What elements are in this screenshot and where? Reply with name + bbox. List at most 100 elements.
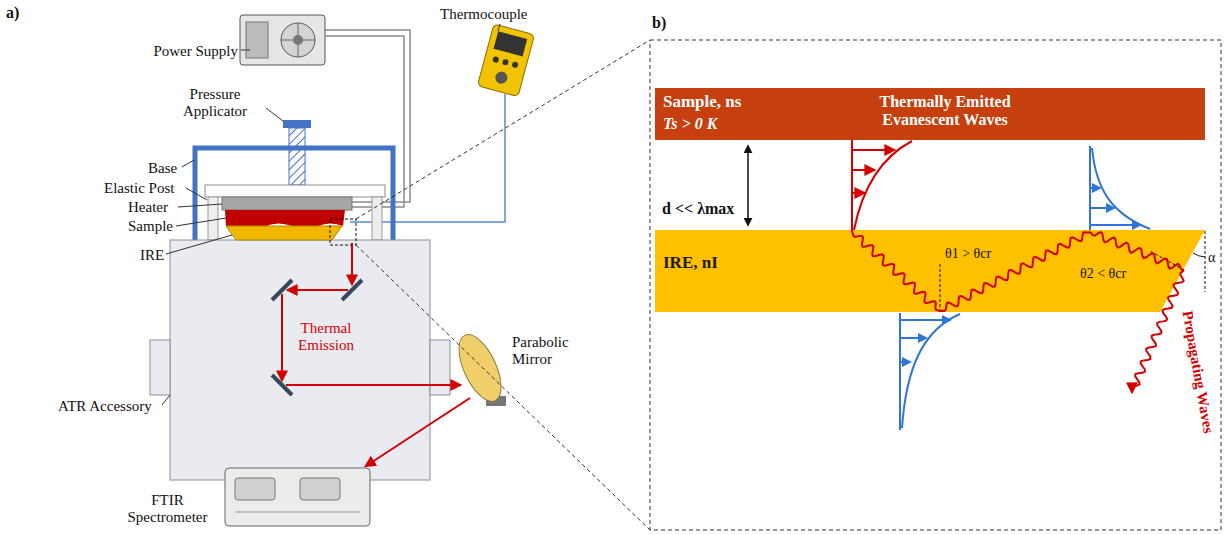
power-supply [240, 15, 325, 65]
emission-ray [282, 243, 470, 466]
elastic-post [208, 197, 218, 240]
wave-ray [940, 232, 1090, 311]
angle-label: α [1208, 250, 1215, 265]
atr-tab [150, 340, 170, 395]
thermocouple-meter [494, 70, 509, 85]
zoom-line [356, 40, 650, 219]
leader-line [182, 160, 194, 167]
emitted-profile [852, 140, 912, 232]
temperature-label: Ts > 0 K [663, 115, 717, 133]
power-supply [246, 22, 268, 58]
leader-line [498, 24, 500, 31]
ftir-spectrometer [225, 468, 370, 526]
power-supply [240, 15, 325, 65]
wave-ray [1090, 232, 1184, 270]
thermocouple-meter [492, 56, 499, 63]
emitted-profile [852, 169, 874, 171]
part-name: Power Supply [150, 43, 238, 60]
emitted-profile [852, 149, 894, 151]
evanescent-profile-bottom [900, 361, 910, 363]
evanescent-profile-top [1090, 207, 1114, 209]
emission-ray [351, 243, 353, 284]
emitted-profile [854, 141, 912, 230]
base-plate [205, 185, 385, 197]
angle-label: θ1 > θcr [945, 246, 991, 261]
ire-band: IRE, nIθ1 > θcrθ2 < θcrα [655, 230, 1205, 312]
panel-label: b) [652, 14, 666, 32]
panel-label: a) [6, 4, 19, 22]
wave-ray [1132, 270, 1184, 392]
part-name: FTIR Spectrometer [120, 492, 215, 525]
part-name: IRE [140, 247, 164, 264]
emission-ray [288, 289, 348, 291]
part-name: Sample [128, 218, 173, 235]
emitted-profile [851, 140, 853, 232]
sample-band: Sample, ns Ts > 0 K Thermally Emitted Evan… [655, 88, 1205, 140]
part-name: Pressure Applicator [165, 86, 265, 119]
leader-line [186, 188, 207, 200]
surface-normal [940, 231, 1205, 312]
band-title: IRE, nI [663, 254, 718, 273]
gap-arrow [747, 146, 749, 225]
part-name: Thermocouple [440, 6, 527, 23]
wave-ray [852, 232, 1184, 392]
angle-arc [1193, 253, 1205, 257]
ire-crystal [226, 226, 342, 240]
ftir-spectrometer [235, 512, 360, 513]
evanescent-profile-bottom [900, 319, 950, 321]
elastic-post [372, 197, 382, 240]
wave-caption: Thermally Emitted Evanescent Waves [860, 93, 1030, 128]
base-frame [195, 148, 393, 242]
ftir-spectrometer [225, 468, 370, 526]
pressure-applicator [283, 120, 311, 128]
part-name: Parabolic Mirror [512, 334, 592, 367]
pressure-applicator [283, 120, 311, 185]
evanescent-profile-bottom [899, 313, 901, 430]
band-title: Sample, ns [663, 93, 741, 112]
beam-label: Thermal Emission [290, 320, 362, 353]
thermocouple-meter [511, 61, 518, 68]
part-name: Base [148, 160, 177, 177]
leader-line [178, 204, 222, 207]
evanescent-profile-top [1092, 148, 1150, 229]
zoom-line [356, 40, 650, 530]
atr-accessory [170, 240, 430, 480]
mirror [272, 280, 362, 395]
leader-line [162, 395, 170, 405]
parabolic-mirror [450, 329, 509, 408]
leader-line [176, 218, 226, 226]
surface-normal [1205, 231, 1206, 292]
band-outline [655, 230, 1205, 312]
part-name: Elastic Post [104, 180, 174, 197]
leader-line [166, 235, 232, 254]
thermocouple-meter [494, 31, 528, 56]
emission-ray [286, 384, 460, 386]
zoom-line [356, 245, 650, 530]
thermocouple-meter [477, 24, 534, 97]
atr-tab [430, 340, 450, 395]
heater-wires [325, 30, 410, 202]
surface-normal [940, 264, 941, 312]
wave-label: Propagating Waves [1179, 309, 1217, 434]
heater [222, 197, 352, 210]
angle-label: θ2 < θcr [1080, 266, 1126, 281]
evanescent-profile-top [1090, 224, 1140, 226]
evanescent-profile-bottom [900, 313, 960, 430]
evanescent-profile-bottom [900, 337, 926, 339]
parabolic-mirror [450, 329, 509, 408]
emission-ray [281, 294, 283, 380]
gap-label: d << λmax [662, 200, 734, 218]
zoom-box [330, 219, 356, 245]
thermocouple-meter [502, 59, 509, 66]
evanescent-profile-top [1090, 146, 1150, 230]
part-name: Heater [128, 199, 168, 216]
evanescent-profile-bottom [902, 314, 960, 428]
power-supply [293, 35, 303, 45]
emitted-profile [852, 192, 864, 194]
pressure-applicator [289, 128, 305, 185]
leader-line [266, 108, 283, 121]
ftir-spectrometer [235, 478, 275, 500]
emission-ray [366, 398, 470, 466]
thermocouple-meter [477, 24, 534, 97]
